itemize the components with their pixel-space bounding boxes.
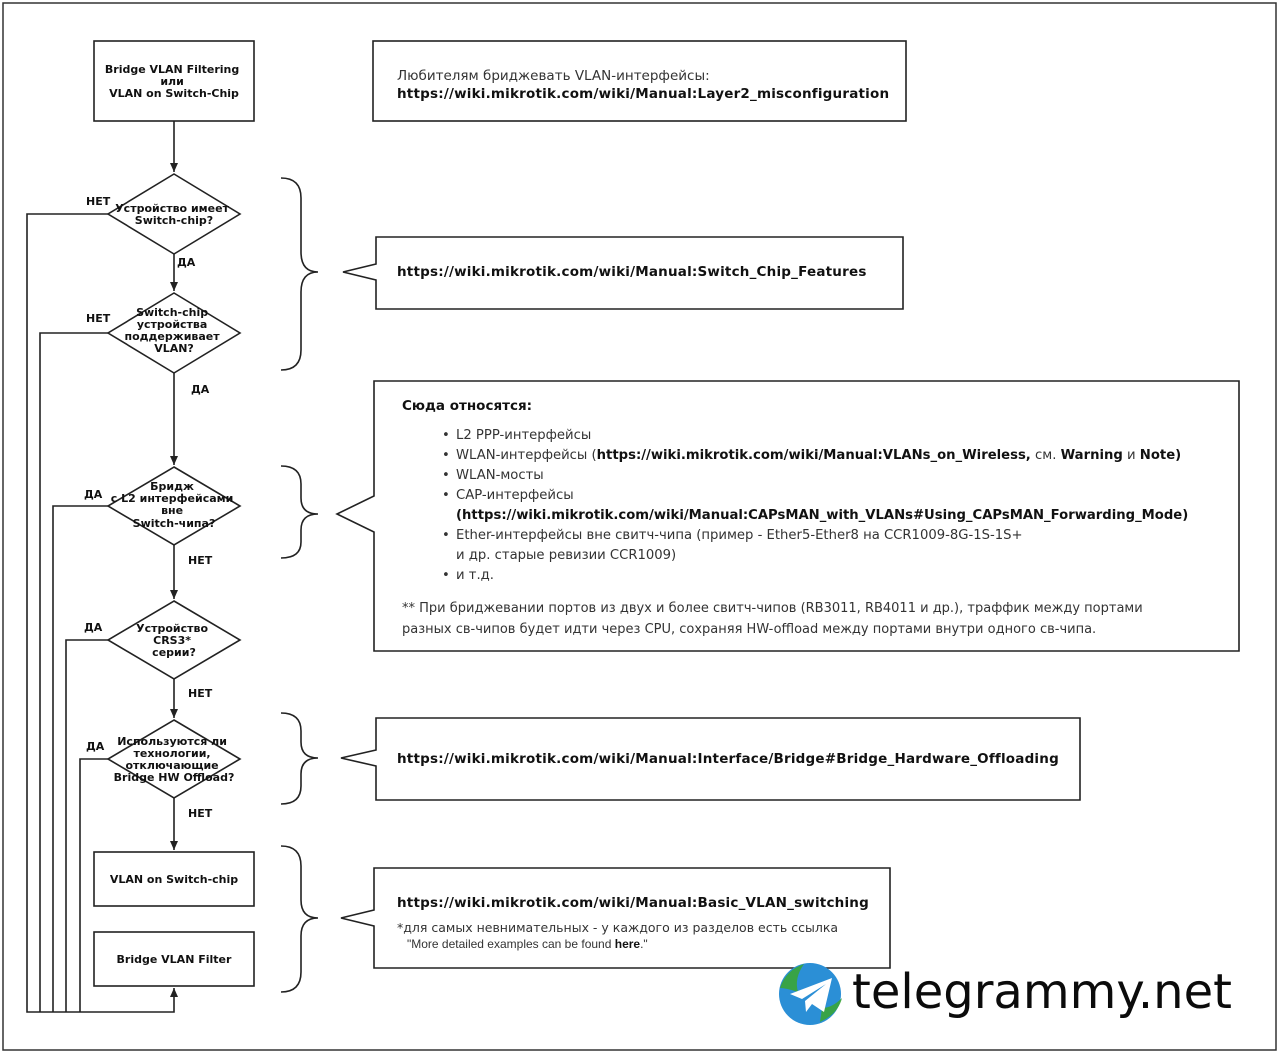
list-item: и т.д. xyxy=(440,566,1232,586)
footnote-line-1: ** При бриджевании портов из двух и боле… xyxy=(402,601,1143,616)
list-item: L2 PPP-интерфейсы xyxy=(440,426,1232,446)
item-4-link[interactable]: (https://wiki.mikrotik.com/wiki/Manual:C… xyxy=(456,508,1189,523)
note-5-line2: "More detailed examples can be found her… xyxy=(407,936,869,952)
loop-d3-yes xyxy=(52,505,108,1012)
list-item: Ether-интерфейсы вне свитч-чипа (пример … xyxy=(440,526,1232,566)
callout-box-4 xyxy=(340,717,1081,801)
end-2-text: Bridge VLAN Filter xyxy=(117,953,232,966)
label-no-d1: НЕТ xyxy=(86,195,111,208)
watermark-text: telegrammy.net xyxy=(852,964,1232,1020)
note-3: Сюда относятся: L2 PPP-интерфейсы WLAN-и… xyxy=(402,396,1232,640)
note-5-line1: *для самых невнимательных - у каждого из… xyxy=(397,920,839,935)
item-2-and: и xyxy=(1122,448,1140,463)
end-1-text: VLAN on Switch-chip xyxy=(110,873,238,886)
footnote-line-2: разных св-чипов будет идти через CPU, со… xyxy=(402,622,1097,637)
label-yes-d5: ДА xyxy=(86,740,105,753)
list-item: WLAN-интерфейсы (https://wiki.mikrotik.c… xyxy=(440,446,1232,466)
item-5-line1: Ether-интерфейсы вне свитч-чипа (пример … xyxy=(456,528,1023,543)
loop-d1-no xyxy=(26,213,178,1013)
item-2-link[interactable]: https://wiki.mikrotik.com/wiki/Manual:VL… xyxy=(596,448,1031,463)
note-4-link[interactable]: https://wiki.mikrotik.com/wiki/Manual:In… xyxy=(397,751,1059,767)
note-3-list: L2 PPP-интерфейсы WLAN-интерфейсы (https… xyxy=(440,426,1232,586)
label-yes-d3: ДА xyxy=(84,488,103,501)
note-3-footnote: ** При бриджевании портов из двух и боле… xyxy=(402,598,1232,640)
note-1-line: Любителям бриджевать VLAN-интерфейсы: xyxy=(397,68,710,84)
label-no-d3: НЕТ xyxy=(188,554,213,567)
loop-d2-no xyxy=(39,332,108,1012)
watermark-logo xyxy=(779,963,842,1025)
list-item: WLAN-мосты xyxy=(440,466,1232,486)
note-5-here-link[interactable]: here xyxy=(614,937,641,951)
decision-5-text: Используются ли технологии, отключающие … xyxy=(114,735,235,784)
decision-3-text: Бридж с L2 интерфейсами вне Switch-чипа? xyxy=(111,480,237,530)
note-1-link[interactable]: https://wiki.mikrotik.com/wiki/Manual:La… xyxy=(397,86,890,102)
note-5: https://wiki.mikrotik.com/wiki/Manual:Ba… xyxy=(397,893,869,952)
callout-box-1 xyxy=(372,40,907,122)
label-no-d2: НЕТ xyxy=(86,312,111,325)
brace-1 xyxy=(280,177,319,371)
brace-4 xyxy=(280,845,319,993)
item-2-prefix: WLAN-интерфейсы ( xyxy=(456,448,597,463)
note-3-heading: Сюда относятся: xyxy=(402,398,533,414)
note-5-line2-post: ." xyxy=(640,937,648,951)
label-no-d5: НЕТ xyxy=(188,807,213,820)
callout-box-5 xyxy=(340,867,891,969)
end-vlan-switch-chip-box xyxy=(93,851,255,907)
note-1: Любителям бриджевать VLAN-интерфейсы: ht… xyxy=(397,66,889,104)
brace-3 xyxy=(280,712,319,805)
item-2-warning: Warning xyxy=(1060,448,1123,463)
label-yes-d2: ДА xyxy=(191,383,210,396)
start-box-text: Bridge VLAN Filtering или VLAN on Switch… xyxy=(105,63,243,100)
item-2-see: см. xyxy=(1030,448,1061,463)
note-5-line2-pre: "More detailed examples can be found xyxy=(407,937,615,951)
item-5-line2: и др. старые ревизии CCR1009) xyxy=(456,548,677,563)
decision-4-text: Устройство CRS3* серии? xyxy=(136,622,212,659)
loop-d4-yes xyxy=(65,639,108,1012)
note-2-link[interactable]: https://wiki.mikrotik.com/wiki/Manual:Sw… xyxy=(397,264,867,280)
end-bridge-vlan-filter-box xyxy=(93,931,255,987)
label-yes-d4: ДА xyxy=(84,621,103,634)
loop-d5-yes xyxy=(79,758,108,1012)
item-2-note: Note) xyxy=(1139,448,1182,463)
label-no-d4: НЕТ xyxy=(188,687,213,700)
label-yes-d1: ДА xyxy=(177,256,196,269)
item-4-line: CAP-интерфейсы xyxy=(456,488,574,503)
list-item: CAP-интерфейсы (https://wiki.mikrotik.co… xyxy=(440,486,1232,526)
brace-2 xyxy=(280,465,319,559)
decision-2-text: Switch-chip устройства поддерживает VLAN… xyxy=(125,306,224,355)
decision-1-text: Устройство имеет Switch-chip? xyxy=(115,202,233,227)
callout-box-2 xyxy=(342,236,904,310)
telegram-logo-icon xyxy=(779,963,842,1025)
note-5-link[interactable]: https://wiki.mikrotik.com/wiki/Manual:Ba… xyxy=(397,895,869,911)
